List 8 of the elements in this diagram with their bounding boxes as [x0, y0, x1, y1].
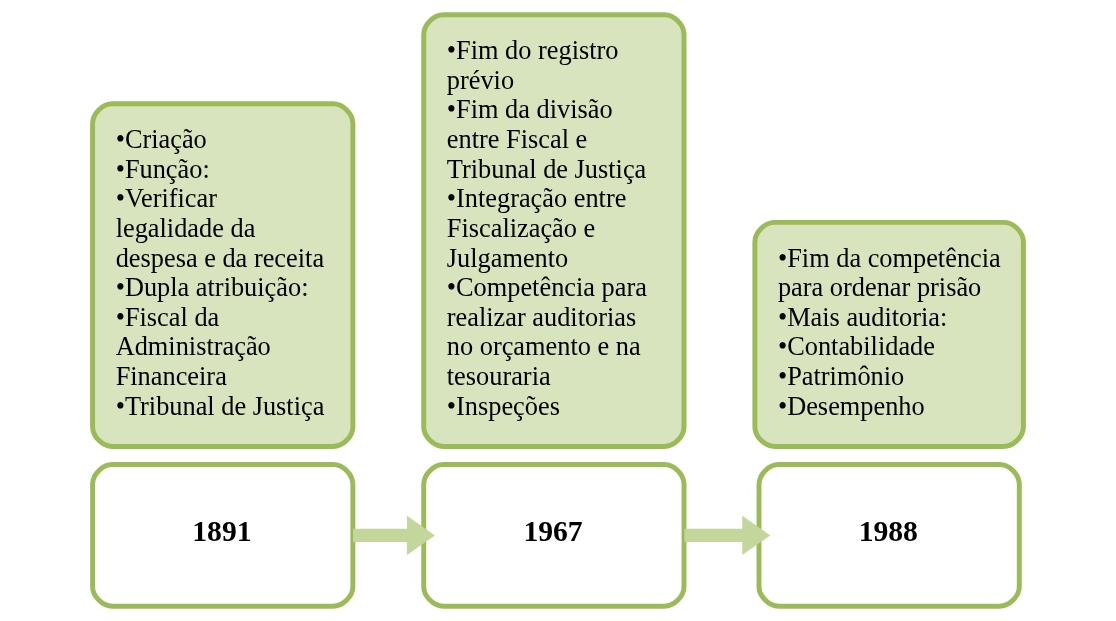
node-box: 1988 [756, 462, 1022, 609]
node-box: •Fim do registro prévio •Fim da divisão entre Fiscal e Tribunal de Justiça •Integração entre Fiscalização e Julgamento •Competência para realizar auditorias no orçamento e na tesouraria •Inspeções [421, 12, 687, 449]
node-box: •Criação •Função: •Verificar legalidade da despesa e da receita •Dupla atribuição: •Fiscal da Administração Financeira •Tribunal de Justiça [90, 101, 356, 449]
arrow [684, 515, 771, 555]
arrow [353, 515, 435, 555]
node-box: 1891 [90, 462, 356, 609]
node-box: 1967 [421, 462, 687, 609]
node-box: •Fim da competência para ordenar prisão •Mais auditoria: •Contabilidade •Patrimônio •Desempenho [752, 219, 1026, 449]
